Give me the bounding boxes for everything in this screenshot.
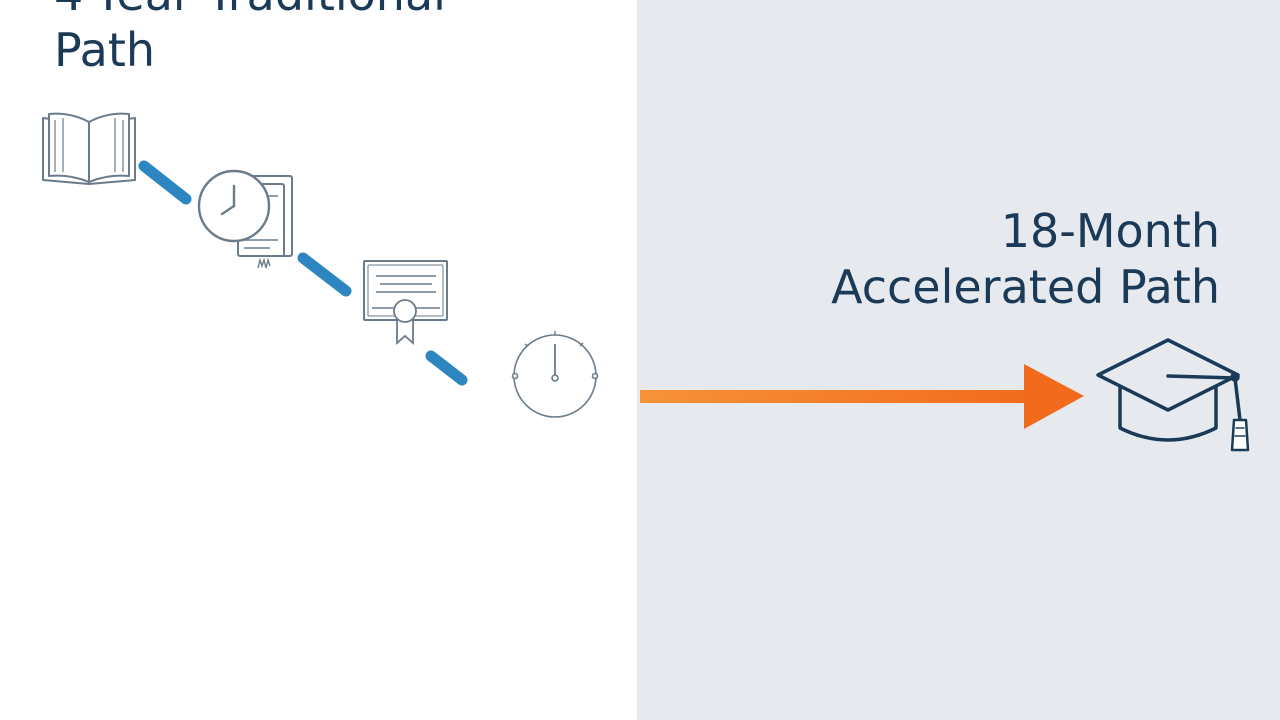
traditional-path-title: 4-Year Traditional Path — [54, 0, 446, 78]
path-segment-3 — [425, 350, 468, 386]
path-segment-2 — [297, 252, 352, 297]
arrow-shaft — [640, 390, 1032, 403]
accelerated-title-line-1: 18-Month — [1000, 204, 1220, 258]
stopwatch-icon — [511, 331, 599, 418]
path-segment-1 — [138, 160, 192, 205]
accelerated-path-panel — [637, 0, 1280, 720]
accelerated-path-title: 18-Month Accelerated Path — [831, 203, 1220, 315]
traditional-title-line-1: 4-Year Traditional — [54, 0, 446, 22]
arrow-head — [1024, 364, 1084, 429]
traditional-title-line-2: Path — [54, 23, 156, 77]
graduation-cap-icon — [1096, 338, 1250, 452]
book-icon — [42, 112, 136, 185]
accelerated-arrow — [640, 364, 1084, 429]
certificate-icon — [363, 260, 448, 345]
clock-document-icon — [197, 169, 293, 269]
accelerated-title-line-2: Accelerated Path — [831, 260, 1220, 314]
traditional-path-line — [138, 160, 468, 386]
